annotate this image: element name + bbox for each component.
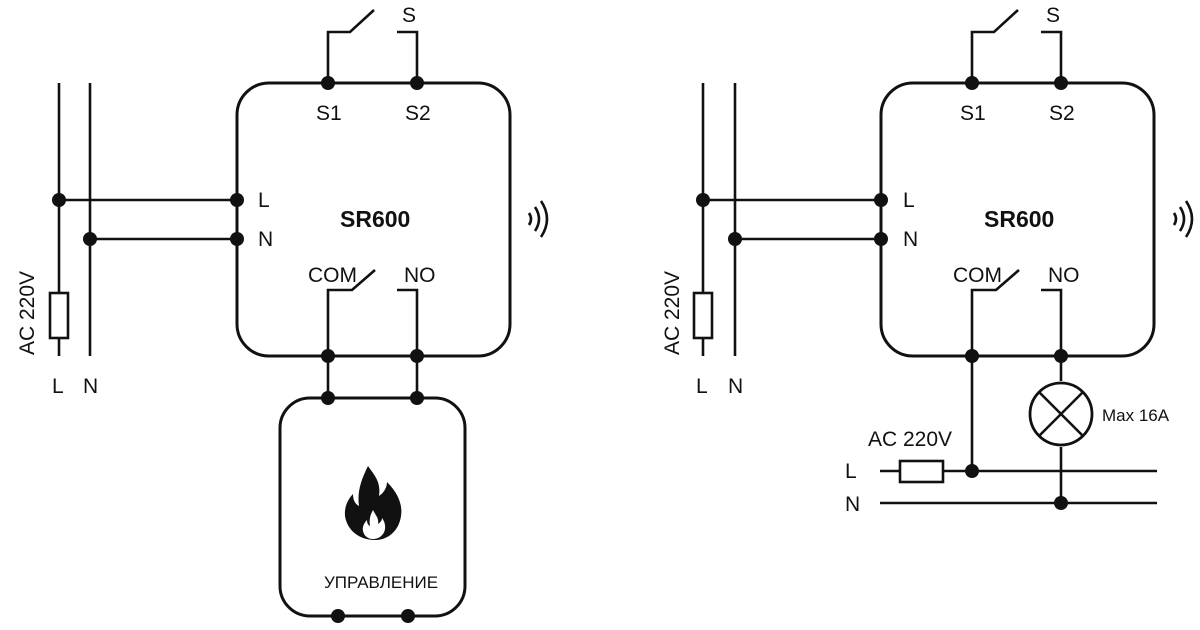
device-name: SR600 bbox=[984, 206, 1054, 232]
terminal-N bbox=[874, 232, 888, 246]
supply-N-label: N bbox=[83, 375, 98, 398]
wireless-signal-icon bbox=[1172, 200, 1194, 238]
junction-dot bbox=[696, 193, 710, 207]
fuse-icon bbox=[898, 459, 945, 484]
switch-s-lever bbox=[326, 9, 375, 83]
terminal-NO-label: NO bbox=[1048, 264, 1080, 287]
load-supply-voltage-label: AC 220V bbox=[868, 428, 952, 451]
junction-dot bbox=[52, 193, 66, 207]
terminal-L bbox=[874, 193, 888, 207]
supply-L-label: L bbox=[696, 375, 708, 398]
terminal-S2 bbox=[410, 76, 424, 90]
wireless-signal-icon bbox=[527, 200, 549, 238]
terminal-L bbox=[230, 193, 244, 207]
terminal-S1 bbox=[321, 76, 335, 90]
switch-s-contact bbox=[1041, 30, 1063, 83]
switch-s-label: S bbox=[402, 4, 416, 27]
terminal-S1 bbox=[965, 76, 979, 90]
terminal-S1-label: S1 bbox=[960, 102, 986, 125]
boiler-terminal bbox=[331, 609, 345, 623]
load-N-label: N bbox=[845, 493, 860, 516]
terminal-S2-label: S2 bbox=[405, 102, 431, 125]
terminal-N-label: N bbox=[903, 228, 918, 251]
lamp-rating-label: Max 16A bbox=[1102, 406, 1170, 425]
diagram-lamp-load: AC 220V L N SR600 L N S S1 S2 COM NO bbox=[661, 4, 1194, 516]
junction-dot bbox=[728, 232, 742, 246]
lamp-icon bbox=[1028, 381, 1094, 447]
terminal-COM-label: COM bbox=[953, 264, 1002, 287]
relay-contact-lever bbox=[970, 269, 1020, 356]
fuse-icon bbox=[48, 291, 70, 340]
boiler-terminal bbox=[321, 391, 335, 405]
load-L-label: L bbox=[845, 460, 857, 483]
relay-contact-fixed bbox=[397, 288, 419, 356]
switch-s-label: S bbox=[1046, 4, 1060, 27]
terminal-S2 bbox=[1054, 76, 1068, 90]
terminal-L-label: L bbox=[903, 189, 915, 212]
junction-dot bbox=[1054, 496, 1068, 510]
junction-dot bbox=[965, 464, 979, 478]
terminal-L-label: L bbox=[258, 189, 270, 212]
relay-contact-lever bbox=[326, 269, 376, 356]
device-sr600 bbox=[879, 81, 1156, 358]
diagram-heating-control: AC 220V L N SR600 L N S S1 S2 COM NO bbox=[16, 4, 549, 623]
terminal-NO-label: NO bbox=[404, 264, 436, 287]
switch-s-contact bbox=[397, 30, 419, 83]
supply-voltage-label: AC 220V bbox=[661, 271, 684, 355]
terminal-COM-label: COM bbox=[308, 264, 357, 287]
terminal-S1-label: S1 bbox=[316, 102, 342, 125]
supply-N-label: N bbox=[728, 375, 743, 398]
terminal-N bbox=[230, 232, 244, 246]
boiler-control-label: УПРАВЛЕНИЕ bbox=[324, 573, 438, 592]
supply-L-label: L bbox=[52, 375, 64, 398]
relay-contact-fixed bbox=[1041, 288, 1063, 356]
junction-dot bbox=[83, 232, 97, 246]
boiler-terminal bbox=[401, 609, 415, 623]
terminal-S2-label: S2 bbox=[1049, 102, 1075, 125]
terminal-N-label: N bbox=[258, 228, 273, 251]
boiler-terminal bbox=[410, 391, 424, 405]
boiler-control-box bbox=[278, 396, 467, 618]
device-sr600 bbox=[235, 81, 512, 358]
supply-voltage-label: AC 220V bbox=[16, 271, 39, 355]
device-name: SR600 bbox=[340, 206, 410, 232]
switch-s-lever bbox=[970, 9, 1019, 83]
fuse-icon bbox=[692, 291, 714, 340]
flame-icon bbox=[344, 466, 402, 540]
